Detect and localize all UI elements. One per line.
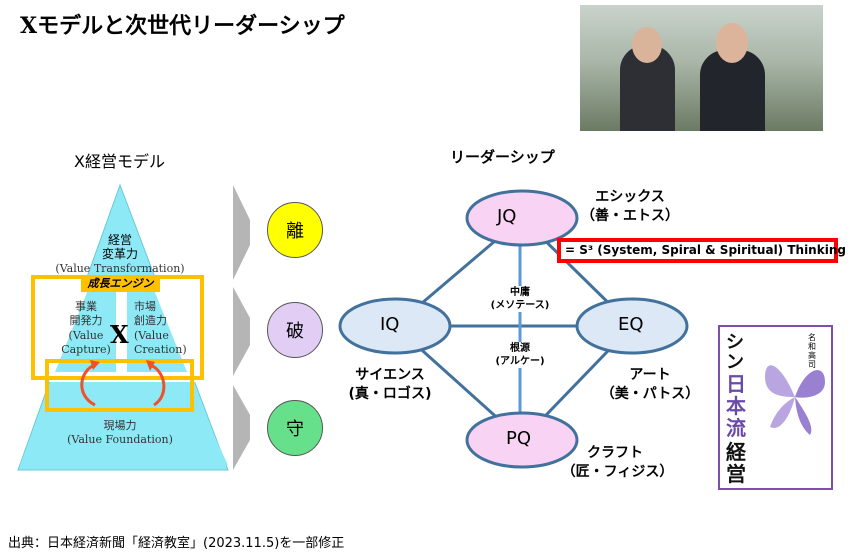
slide-title: Xモデルと次世代リーダーシップ (20, 13, 345, 39)
bottom-label: 現場力 (103, 419, 137, 432)
pyramid-base-block (20, 382, 228, 465)
chevron-3 (233, 385, 250, 470)
pq-label-2: （匠・フィジス） (561, 464, 674, 480)
right-label-1: 市場 (134, 300, 156, 313)
book-title-2: 日本流 (726, 372, 746, 440)
top-label-2: 変革力 (101, 247, 138, 261)
jq-label-2: （善・エトス） (581, 208, 679, 224)
arche-label-1: 根源 (480, 342, 560, 355)
left-label-en-1: (Value (68, 329, 104, 342)
eq-label-2: （美・パトス） (600, 386, 700, 402)
stage-ha: 破 (267, 302, 323, 358)
arrow-right (149, 363, 166, 407)
jq-text: JQ (497, 206, 517, 227)
chevron-1 (233, 185, 250, 280)
chevron-2 (233, 287, 250, 376)
book-title-1: シン (726, 332, 744, 373)
eq-node (575, 297, 689, 355)
x-mark: X (110, 320, 129, 349)
stage-shu: 守 (267, 400, 323, 456)
iq-label-2: (真・ロゴス) (348, 386, 432, 402)
iq-label-1: サイエンス (355, 367, 425, 383)
pq-label-1: クラフト (587, 445, 643, 461)
iq-text: IQ (380, 314, 400, 335)
pq-text: PQ (506, 428, 532, 449)
book-cover: シン 日本流 経営 名和高司 (718, 325, 833, 490)
eq-text: EQ (618, 314, 644, 335)
eq-label-1: アート (629, 367, 671, 383)
foundation-box (45, 359, 194, 412)
mesotes-label-2: (メソテース) (480, 299, 560, 312)
book-author: 名和高司 (808, 333, 816, 369)
bottom-label-en: (Value Foundation) (67, 433, 173, 446)
right-label-en-2: Creation) (134, 343, 187, 356)
jq-node (465, 189, 579, 247)
pyramid-right-block (127, 290, 187, 372)
pyramid-left-block (55, 290, 116, 372)
arrow-left (80, 363, 96, 407)
butterfly-icon (765, 365, 825, 435)
growth-engine-label: 成長エンジン (81, 276, 160, 292)
right-label-2: 創造力 (134, 314, 167, 327)
x-model-heading: X経営モデル (74, 152, 165, 171)
mesotes-label-1: 中庸 (480, 286, 560, 299)
jq-label-1: エシックス (595, 189, 665, 205)
left-label-1: 事業 (75, 300, 97, 313)
pq-node (465, 411, 579, 469)
right-label-en-1: (Value (134, 329, 169, 342)
photo-two-men (580, 5, 823, 131)
stage-ri: 離 (267, 202, 323, 258)
left-label-2: 開発力 (69, 314, 103, 327)
arche-label-2: (アルケー) (480, 355, 560, 368)
left-label-en-2: Capture) (61, 343, 111, 356)
top-label-1: 経営 (107, 233, 132, 247)
source-footer: 出典：日本経済新聞「経済教室」(2023.11.5)を一部修正 (8, 536, 345, 551)
iq-node (338, 297, 452, 355)
s3-thinking-box: = S³ (System, Spiral & Spiritual) Thinki… (557, 238, 846, 263)
leadership-heading: リーダーシップ (450, 148, 555, 166)
top-label-en: (Value Transformation) (55, 262, 185, 275)
book-title-3: 経営 (726, 440, 746, 486)
